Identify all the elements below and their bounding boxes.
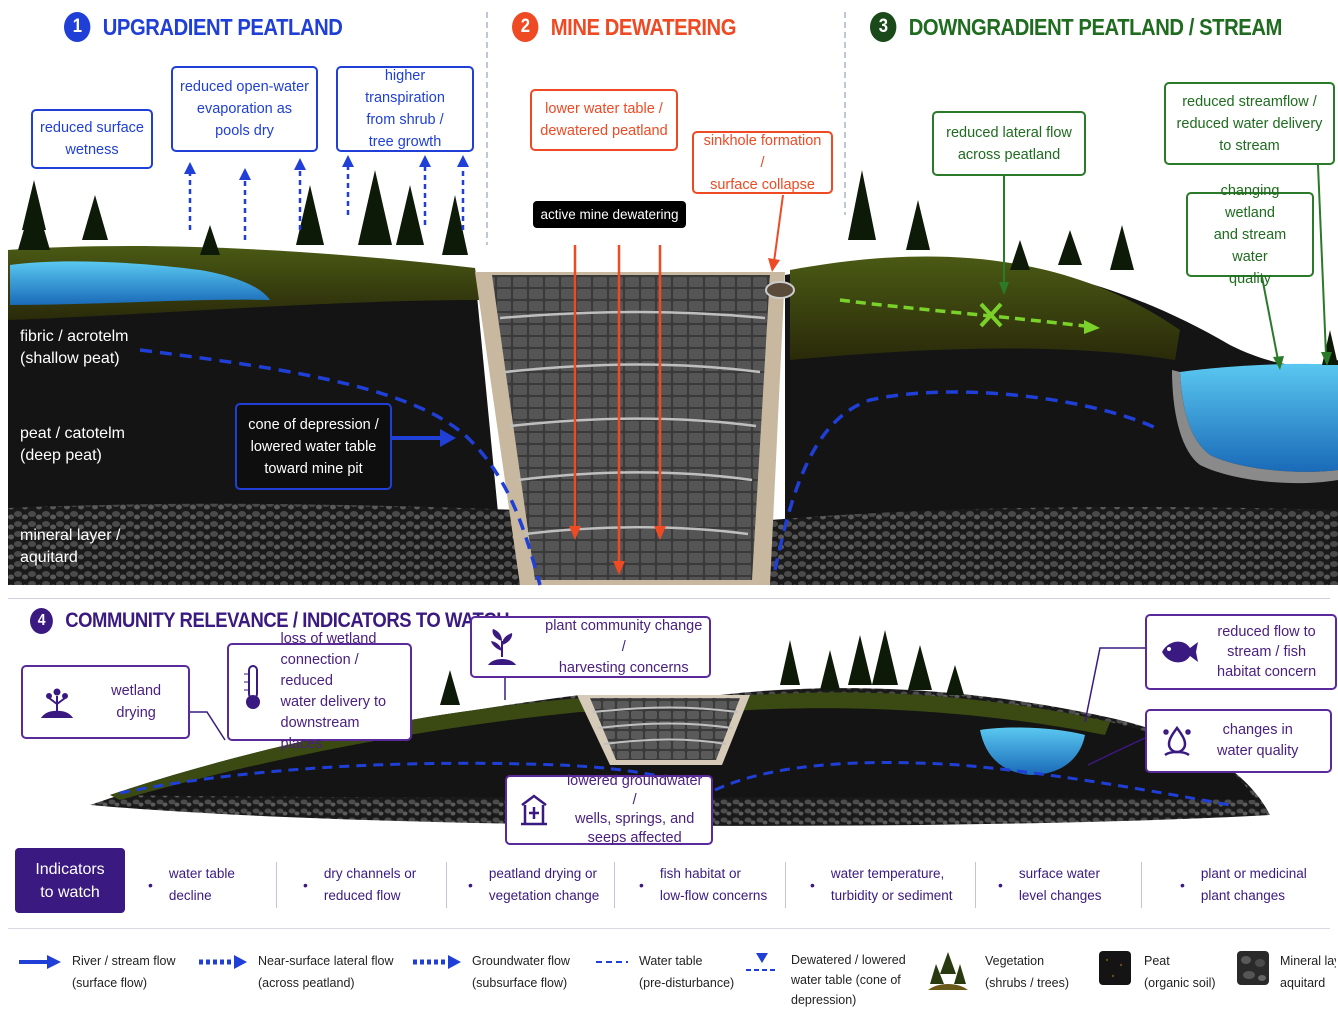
well-icon xyxy=(517,790,550,830)
indicator-separator xyxy=(975,862,976,908)
cone-of-depression-callout: cone of depression / lowered water table… xyxy=(235,403,392,490)
indicator-item: •peatland drying or vegetation change xyxy=(468,866,600,903)
indicator-separator xyxy=(785,862,786,908)
reduced-evaporation-callout: reduced open-water evaporation as pools … xyxy=(171,66,318,152)
water-quality-icon xyxy=(1157,721,1197,761)
legend-groundwater: Groundwater flow (subsurface flow) xyxy=(412,950,570,994)
water-quality-change-callout: changes in water quality xyxy=(1145,709,1332,773)
section-1-title: UPGRADIENT PEATLAND xyxy=(102,13,343,40)
sinkhole-callout: sinkhole formation / surface collapse xyxy=(692,131,833,194)
section-1-number: 1 xyxy=(64,12,91,42)
section-2-header: 2 MINE DEWATERING xyxy=(512,12,736,42)
legend-lateral: Near-surface lateral flow (across peatla… xyxy=(198,950,393,994)
indicator-separator xyxy=(446,862,447,908)
section-divider-line xyxy=(8,598,1330,599)
active-mine-dewatering-label: active mine dewatering xyxy=(533,201,686,228)
section-3-header: 3 DOWNGRADIENT PEATLAND / STREAM xyxy=(870,12,1282,42)
lower-water-table-callout: lower water table / dewatered peatland xyxy=(530,89,678,151)
bottom-cross-section xyxy=(90,630,1270,826)
section-2-title: MINE DEWATERING xyxy=(550,13,737,40)
thermometer-drop-icon xyxy=(239,653,267,723)
lowered-groundwater-callout: lowered groundwater / wells, springs, an… xyxy=(505,773,713,846)
indicator-item: •plant or medicinal plant changes xyxy=(1180,866,1307,903)
water-quality-change-text: changes in water quality xyxy=(1217,722,1299,759)
vegetation-icon xyxy=(925,950,971,994)
legend-dewatered: Dewatered / lowered water table (cone of… xyxy=(745,950,906,1010)
fibric-layer-label: fibric / acrotelm (shallow peat) xyxy=(20,328,129,367)
plant-community-change-text: plant community change / harvesting conc… xyxy=(545,617,703,676)
legend-river: River / stream flow (surface flow) xyxy=(18,950,176,994)
wetland-plant-icon xyxy=(37,682,76,722)
section-4-number: 4 xyxy=(30,608,53,634)
section-2-number: 2 xyxy=(512,12,539,42)
indicator-item: •water temperature, turbidity or sedimen… xyxy=(810,866,953,903)
indicator-item: •fish habitat or low-flow concerns xyxy=(639,866,768,903)
dotted-arrow-icon xyxy=(412,950,462,974)
indicator-separator xyxy=(614,862,615,908)
loss-of-connection-callout: loss of wetland connection / reduced wat… xyxy=(227,631,412,752)
lowered-water-table-icon xyxy=(745,950,779,974)
fish-habitat-callout: reduced flow to stream / fish habitat co… xyxy=(1145,614,1337,690)
reduced-streamflow-callout: reduced streamflow / reduced water deliv… xyxy=(1164,82,1335,165)
indicator-separator xyxy=(1141,862,1142,908)
indicator-item: •dry channels or reduced flow xyxy=(303,866,417,903)
reduced-lateral-flow-callout: reduced lateral flow across peatland xyxy=(932,111,1086,176)
legend-mineral: Mineral layer / aquitard xyxy=(1236,950,1336,994)
changing-water-quality-callout: changing wetland and stream water qualit… xyxy=(1186,183,1314,287)
fish-icon xyxy=(1157,630,1201,674)
dotted-arrow-icon xyxy=(198,950,248,974)
wetland-drying-callout: wetland drying xyxy=(21,665,190,739)
peat-swatch-icon xyxy=(1098,950,1132,986)
legend-water-table: Water table (pre-disturbance) xyxy=(595,950,734,994)
fish-habitat-text: reduced flow to stream / fish habitat co… xyxy=(1217,624,1317,680)
legend-divider xyxy=(8,928,1330,929)
legend-peat: Peat (organic soil) xyxy=(1098,950,1216,994)
section-3-title: DOWNGRADIENT PEATLAND / STREAM xyxy=(908,13,1283,40)
section-4-header: 4 COMMUNITY RELEVANCE / INDICATORS TO WA… xyxy=(30,608,510,634)
legend-vegetation: Vegetation (shrubs / trees) xyxy=(925,950,1069,994)
solid-arrow-icon xyxy=(18,950,62,974)
peat-layer-label: peat / catotelm (deep peat) xyxy=(20,425,125,464)
mineral-layer-label: mineral layer / aquitard xyxy=(20,527,121,566)
indicator-item: •surface water level changes xyxy=(998,866,1102,903)
plant-sprout-icon xyxy=(484,625,520,669)
indicators-heading: Indicators to watch xyxy=(15,848,125,913)
indicator-item: •water table decline xyxy=(148,866,235,903)
higher-transpiration-callout: higher transpiration from shrub / tree g… xyxy=(336,66,474,152)
dashed-line-icon xyxy=(595,950,629,974)
section-3-number: 3 xyxy=(870,12,897,42)
blocked-x-icon xyxy=(979,302,1003,328)
plant-community-change-callout: plant community change / harvesting conc… xyxy=(470,616,711,678)
wetland-drying-text: wetland drying xyxy=(111,683,162,721)
section-4-title: COMMUNITY RELEVANCE / INDICATORS TO WATC… xyxy=(65,609,510,632)
lowered-groundwater-text: lowered groundwater / wells, springs, an… xyxy=(566,773,703,846)
reduced-surface-wetness-callout: reduced surface wetness xyxy=(31,109,153,169)
section-1-header: 1 UPGRADIENT PEATLAND xyxy=(64,12,343,42)
loss-of-connection-text: loss of wetland connection / reduced wat… xyxy=(280,631,387,752)
indicator-separator xyxy=(276,862,277,908)
tree-cluster-top xyxy=(18,170,1338,365)
mineral-swatch-icon xyxy=(1236,950,1270,986)
